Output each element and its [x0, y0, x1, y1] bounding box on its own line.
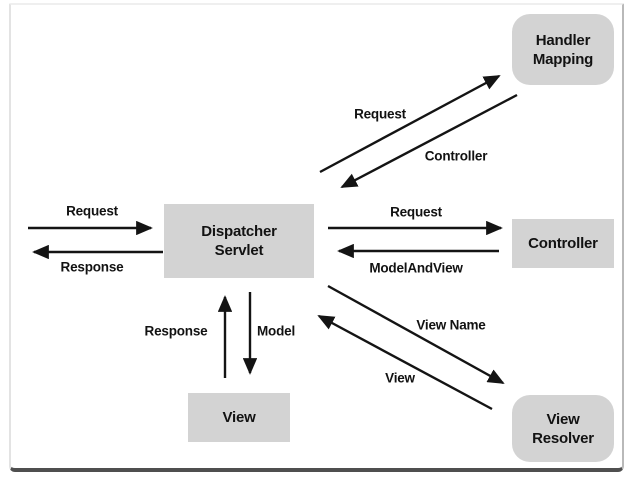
node-handler-mapping: Handler Mapping: [512, 14, 614, 85]
edge-label-modelandview: ModelAndView: [369, 260, 463, 276]
node-label-line: Servlet: [214, 242, 264, 259]
edge-label-controller-request: Request: [390, 204, 442, 220]
node-label-line: View: [546, 410, 580, 428]
edge-label-view-model: Model: [257, 323, 295, 339]
node-label-line: Dispatcher: [201, 223, 277, 240]
arrow-request-to-handler-mapping: [319, 74, 501, 174]
arrow-controller-from-handler-mapping: [340, 93, 518, 189]
edge-label-view: View: [385, 370, 415, 386]
edge-label-client-response: Response: [60, 259, 124, 275]
edge-label-handler-request: Request: [354, 106, 406, 122]
node-view-resolver: View Resolver: [512, 395, 614, 462]
node-label-line: Handler: [535, 31, 591, 49]
edge-label-view-name: View Name: [416, 317, 486, 333]
node-controller: Controller: [512, 219, 614, 268]
node-dispatcher-servlet: Dispatcher Servlet: [164, 204, 314, 278]
node-label-line: Mapping: [532, 50, 594, 68]
arrow-viewname-to-resolver: [327, 284, 505, 385]
edge-label-view-response: Response: [144, 323, 208, 339]
edge-label-client-request: Request: [66, 203, 118, 219]
arrow-view-to-dispatcher: [317, 314, 493, 411]
node-view: View: [188, 393, 290, 442]
node-label-line: View: [222, 409, 256, 426]
node-label-line: Controller: [528, 235, 598, 252]
node-label-line: Resolver: [532, 429, 594, 447]
edge-label-handler-controller: Controller: [424, 148, 488, 164]
